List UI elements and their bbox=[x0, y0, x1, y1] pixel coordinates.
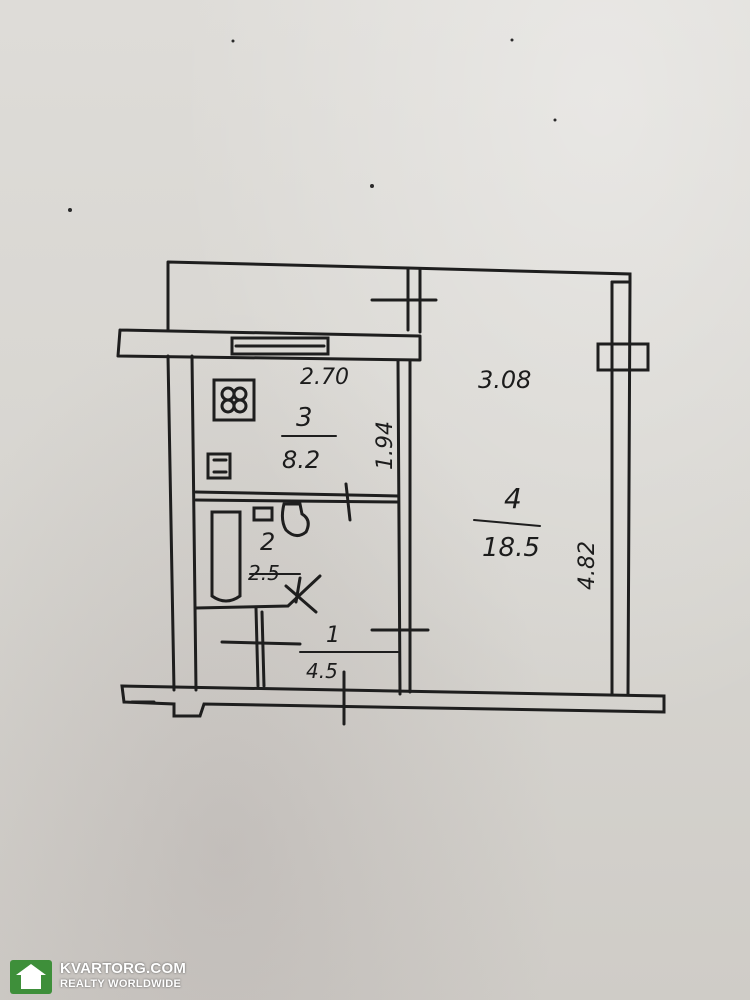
partition-wall bbox=[370, 358, 430, 696]
exterior-wall-right bbox=[596, 280, 650, 696]
bathtub bbox=[210, 510, 242, 603]
toilet bbox=[252, 502, 310, 537]
room-4-area: 18.5 bbox=[482, 533, 540, 563]
room-2-area: 2.5 bbox=[248, 561, 280, 585]
kitchen-depth-label: 1.94 bbox=[373, 421, 398, 470]
sink bbox=[284, 576, 318, 614]
bathroom-walls bbox=[194, 482, 400, 688]
exterior-wall-left bbox=[166, 354, 198, 692]
kitchen-sink bbox=[206, 452, 232, 480]
room-width-label: 3.08 bbox=[478, 366, 531, 394]
watermark: KVARTORG.COM REALTY WORLDWIDE bbox=[10, 958, 210, 996]
room-3-number: 3 bbox=[296, 403, 313, 433]
exterior-wall-bottom bbox=[120, 670, 666, 726]
balcony bbox=[166, 260, 632, 334]
room-3-area: 8.2 bbox=[282, 446, 320, 474]
room-4-number: 4 bbox=[504, 482, 522, 515]
exterior-wall-top bbox=[116, 328, 422, 362]
stove bbox=[212, 378, 256, 422]
house-icon bbox=[10, 960, 52, 994]
kitchen-width-label: 2.70 bbox=[300, 365, 349, 390]
watermark-site: KVARTORG.COM bbox=[60, 960, 187, 977]
watermark-tagline: REALTY WORLDWIDE bbox=[60, 978, 182, 990]
room-1-area: 4.5 bbox=[306, 659, 338, 683]
room-1-number: 1 bbox=[326, 623, 340, 648]
room-depth-label: 4.82 bbox=[575, 541, 600, 590]
room-2-number: 2 bbox=[260, 528, 275, 556]
paper-specks bbox=[68, 38, 557, 212]
